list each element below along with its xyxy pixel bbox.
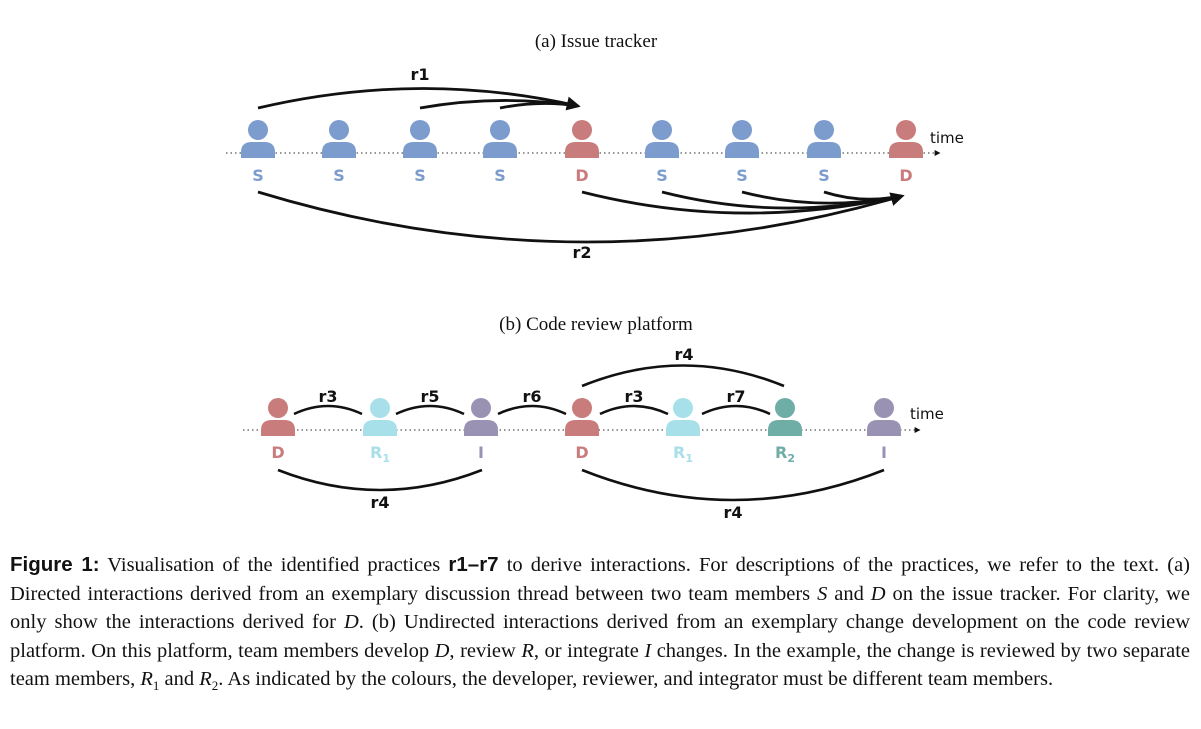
panel-a-person-1: [322, 120, 356, 158]
panel-b-role-label-1: R1: [370, 443, 390, 465]
panel-a-person-6: [725, 120, 759, 158]
person-head-icon: [775, 398, 795, 418]
person-head-icon: [572, 398, 592, 418]
figure-1-diagram: (a) Issue tracker time S S S S D S S S D r1 r2 (…: [226, 31, 964, 522]
edge-r4-top: [581, 364, 785, 388]
panel-a-role-label-5: S: [656, 166, 668, 185]
person-head-icon: [572, 120, 592, 140]
panel-a-role-label-6: S: [736, 166, 748, 185]
person-body-icon: [322, 142, 356, 158]
label-r5: r5: [420, 387, 439, 406]
panel-a-role-label-3: S: [494, 166, 506, 185]
panel-a-person-0: [241, 120, 275, 158]
panel-b-title: (b) Code review platform: [499, 314, 693, 335]
label-r1: r1: [410, 65, 429, 84]
panel-b-person-1: [363, 398, 397, 436]
panel-b-time-label: time: [910, 405, 944, 423]
panel-a-role-label-7: S: [818, 166, 830, 185]
person-body-icon: [867, 420, 901, 436]
person-body-icon: [241, 142, 275, 158]
person-head-icon: [652, 120, 672, 140]
panel-a-role-label-8: D: [899, 166, 912, 185]
person-head-icon: [673, 398, 693, 418]
panel-b-person-6: [867, 398, 901, 436]
label-r6: r6: [522, 387, 541, 406]
panel-b-role-label-2: I: [478, 443, 484, 462]
label-r4-left: r4: [370, 493, 389, 512]
panel-b-person-2: [464, 398, 498, 436]
panel-a-person-7: [807, 120, 841, 158]
person-head-icon: [248, 120, 268, 140]
label-r4-right: r4: [723, 503, 742, 522]
edge-r3-1: [293, 404, 363, 416]
panel-b-role-label-4: R1: [673, 443, 693, 465]
edge-r6: [497, 404, 567, 416]
arrow-r1-3: [499, 102, 579, 110]
person-head-icon: [896, 120, 916, 140]
panel-a-person-4: [565, 120, 599, 158]
panel-a-person-3: [483, 120, 517, 158]
panel-a-title: (a) Issue tracker: [535, 31, 658, 52]
edge-r4-right: [581, 468, 885, 502]
label-r3-2: r3: [624, 387, 643, 406]
person-body-icon: [483, 142, 517, 158]
panel-a-role-label-2: S: [414, 166, 426, 185]
panel-b-role-label-6: I: [881, 443, 887, 462]
person-head-icon: [268, 398, 288, 418]
edge-r7: [701, 404, 771, 416]
label-r2: r2: [572, 243, 591, 262]
arrow-r1-1: [257, 87, 581, 111]
person-body-icon: [725, 142, 759, 158]
edge-r3-2: [599, 404, 669, 416]
panel-b-person-3: [565, 398, 599, 436]
arrow-r2-1: [257, 190, 905, 244]
person-body-icon: [889, 142, 923, 158]
person-body-icon: [261, 420, 295, 436]
person-head-icon: [329, 120, 349, 140]
panel-a-person-8: [889, 120, 923, 158]
person-body-icon: [565, 142, 599, 158]
person-body-icon: [645, 142, 679, 158]
panel-b-persons: D R1 I D R1 R2 I: [261, 398, 901, 465]
panel-a-role-label-4: D: [575, 166, 588, 185]
panel-b-role-label-5: R2: [775, 443, 795, 465]
panel-b-person-0: [261, 398, 295, 436]
panel-b-person-4: [666, 398, 700, 436]
panel-a-time-label: time: [930, 129, 964, 147]
person-head-icon: [490, 120, 510, 140]
edge-r5: [395, 404, 465, 416]
person-head-icon: [370, 398, 390, 418]
panel-a-role-label-0: S: [252, 166, 264, 185]
person-body-icon: [403, 142, 437, 158]
person-head-icon: [874, 398, 894, 418]
person-body-icon: [464, 420, 498, 436]
label-r3-1: r3: [318, 387, 337, 406]
person-body-icon: [565, 420, 599, 436]
person-head-icon: [732, 120, 752, 140]
label-r7: r7: [726, 387, 745, 406]
panel-b-person-5: [768, 398, 802, 436]
arrow-r2-5: [823, 190, 901, 201]
panel-b-role-label-3: D: [575, 443, 588, 462]
figure-caption: Figure 1: Visualisation of the identifie…: [10, 553, 1190, 694]
panel-b-role-label-0: D: [271, 443, 284, 462]
person-body-icon: [666, 420, 700, 436]
person-body-icon: [363, 420, 397, 436]
person-body-icon: [807, 142, 841, 158]
person-head-icon: [410, 120, 430, 140]
edge-r4-left: [277, 468, 483, 492]
person-body-icon: [768, 420, 802, 436]
panel-a-role-label-1: S: [333, 166, 345, 185]
person-head-icon: [471, 398, 491, 418]
panel-a-person-2: [403, 120, 437, 158]
person-head-icon: [814, 120, 834, 140]
panel-a-person-5: [645, 120, 679, 158]
label-r4-top: r4: [674, 345, 693, 364]
